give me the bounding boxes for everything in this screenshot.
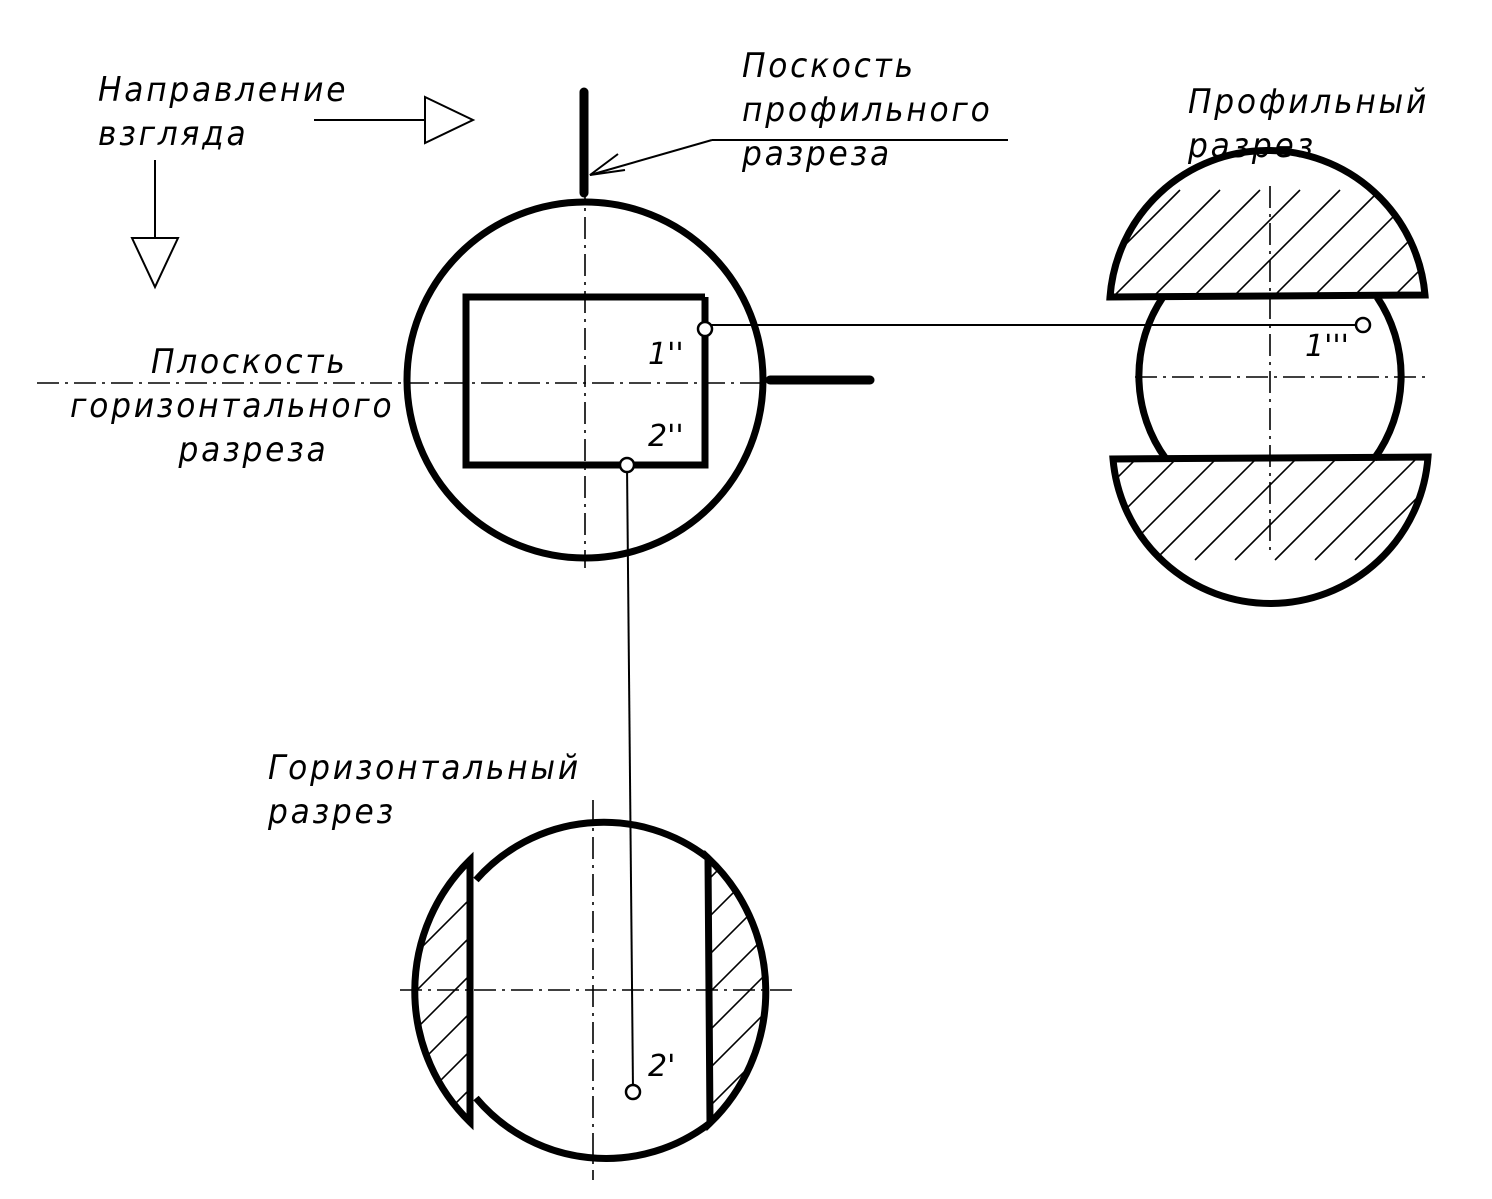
hatch-line [1114, 457, 1221, 561]
section-cutout [462, 293, 709, 469]
point-label-1-profile: 1''' [1305, 329, 1349, 364]
point-2-top [624, 1083, 642, 1101]
point-label-2-front: 2'' [648, 419, 684, 454]
hatch-line [708, 858, 766, 1123]
point-label-1-front: 1'' [648, 337, 684, 372]
hatch-line [761, 858, 766, 1123]
label-horizontal-section: Горизонтальный разрез [268, 748, 581, 832]
hatch-line [1269, 189, 1381, 297]
point-1-front [696, 320, 714, 338]
profile-section [990, 147, 1492, 607]
label-horizontal-plane: Плоскость горизонтального разреза [70, 342, 395, 470]
hatch-line [1354, 457, 1428, 561]
horizontal-section [125, 800, 798, 1180]
hatch-line [708, 858, 766, 1123]
hatch-line [990, 190, 1100, 300]
label-view-direction: Направление взгляда [98, 70, 349, 154]
label-profile-plane: Поскость профильного разреза [742, 46, 993, 174]
hatch-line [995, 455, 1100, 560]
hatch-line [1110, 189, 1221, 297]
point-2-front [618, 456, 636, 474]
hatch-line [1430, 190, 1492, 300]
label-profile-section: Профильный разрез [1188, 82, 1430, 166]
hatch-line [1154, 457, 1261, 561]
hatch-line [1389, 189, 1425, 297]
hatch-line [1349, 189, 1425, 297]
hatch-line [1314, 457, 1421, 561]
hatch-line [1234, 457, 1341, 561]
hatch-line [1149, 189, 1261, 297]
hatch-line [1394, 457, 1428, 561]
hatch-line [708, 858, 766, 1123]
hatch-line [1189, 189, 1301, 297]
point-markers [618, 316, 1372, 1101]
hatch-line [1435, 455, 1492, 560]
hatch-line [125, 850, 405, 1130]
hatch-line [1113, 457, 1141, 561]
hatch-line [1274, 457, 1381, 561]
front-view [37, 87, 1008, 568]
hatch-line [1309, 189, 1421, 297]
projection-lines [626, 324, 1365, 1091]
hatch-line [414, 860, 470, 1122]
point-label-2-top: 2' [648, 1049, 676, 1084]
point-1-profile [1354, 316, 1372, 334]
hatch-line [1194, 457, 1301, 561]
view-direction-arrows [130, 95, 476, 290]
hatch-line [1229, 189, 1341, 297]
